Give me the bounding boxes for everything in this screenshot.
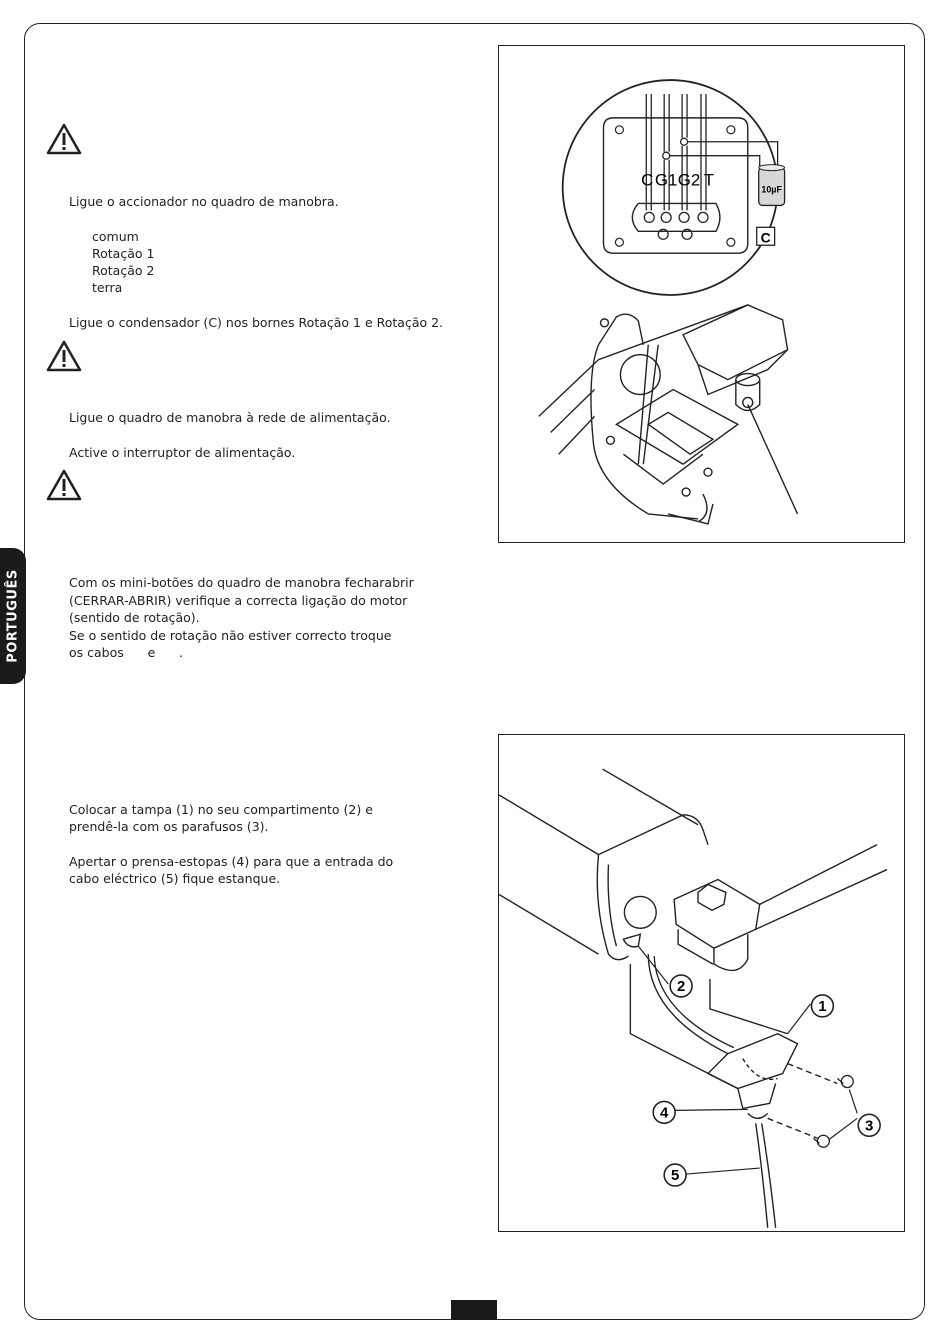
terminal-rotation-1: Rotação 1 <box>92 246 155 261</box>
warning-icon <box>46 469 82 501</box>
capacitor-value: 10µF <box>761 185 782 195</box>
terminal-common: comum <box>92 229 139 244</box>
check-line: (sentido de rotação). <box>69 610 200 625</box>
callout-1: 1 <box>818 998 826 1015</box>
terminal-label: G2 <box>678 171 701 190</box>
terminal-rotation-2: Rotação 2 <box>92 263 155 278</box>
warning-icon <box>46 340 82 372</box>
check-line: Se o sentido de rotação não estiver corr… <box>69 628 392 643</box>
check-line: (CERRAR-ABRIR) verifique a correcta liga… <box>69 593 408 608</box>
terminal-label: C <box>641 171 653 190</box>
terminal-label: T <box>704 171 714 190</box>
gland-instruction: Apertar o prensa-estopas (4) para que a … <box>69 854 394 869</box>
actuator-illustration <box>538 304 799 525</box>
actuator-illustration <box>499 768 888 1228</box>
warning-icon <box>46 123 82 155</box>
wiring-figure: C G1 G2 T 10µF C <box>498 45 905 543</box>
page-number-tab <box>451 1300 497 1320</box>
cover-instruction: prendê-la com os parafusos (3). <box>69 819 269 834</box>
terminal-label: G1 <box>655 171 678 190</box>
step-power-switch: Active o interruptor de alimentação. <box>69 445 296 460</box>
callout-3: 3 <box>865 1117 873 1134</box>
step-connect-capacitor: Ligue o condensador (C) nos bornes Rotaç… <box>69 315 444 330</box>
callout-4: 4 <box>660 1104 669 1121</box>
step-connect-actuator: Ligue o accionador no quadro de manobra. <box>69 194 339 209</box>
cover-instruction: Colocar a tampa (1) no seu compartimento… <box>69 802 373 817</box>
cover-installation-figure: 1 2 3 4 5 <box>498 734 905 1232</box>
language-tab: PORTUGUÊS <box>0 548 26 684</box>
check-line: Com os mini-botões do quadro de manobra … <box>69 575 414 590</box>
screw-icon <box>813 1074 854 1148</box>
gland-instruction: cabo eléctrico (5) fique estanque. <box>69 871 281 886</box>
terminal-earth: terra <box>92 280 123 295</box>
callout-2: 2 <box>677 978 685 995</box>
step-connect-mains: Ligue o quadro de manobra à rede de alim… <box>69 410 391 425</box>
callout-5: 5 <box>671 1167 679 1184</box>
language-tab-label: PORTUGUÊS <box>5 569 21 663</box>
capacitor-callout: C <box>761 229 771 245</box>
capacitor: 10µF <box>758 164 786 207</box>
check-line: os cabos e . <box>69 645 184 660</box>
